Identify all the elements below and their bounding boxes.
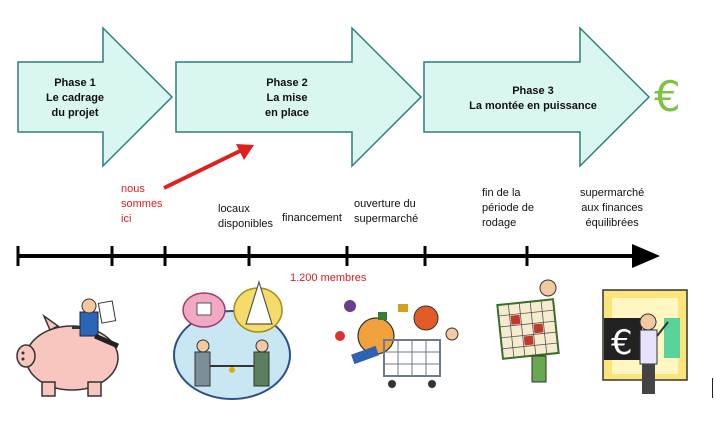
opening-line-1: ouverture du xyxy=(354,198,416,210)
balanced-line-3: équilibrées xyxy=(585,217,639,229)
phase-2-line-2: La mise xyxy=(266,92,308,104)
milestone-premises: locaux disponibles xyxy=(218,202,273,232)
premises-line-1: locaux xyxy=(218,203,250,215)
current-position-label: nous sommes ici xyxy=(121,182,163,227)
phase-1-line-2: Le cadrage xyxy=(45,92,105,104)
members-count-label: 1.200 membres xyxy=(290,272,367,284)
current-line-2: sommes xyxy=(121,198,163,210)
text-cursor xyxy=(712,378,713,398)
phase-1-title: Phase 1 xyxy=(54,77,96,89)
phase-1-line-3: du projet xyxy=(51,107,99,119)
phase-3-title: Phase 3 xyxy=(512,85,554,97)
phase-1-arrow xyxy=(17,26,174,168)
phase-3-arrow xyxy=(423,26,651,168)
milestone-financing: financement xyxy=(282,211,342,226)
phase-2-label: Phase 2 La mise en place xyxy=(222,76,352,121)
shopping-cart-icon xyxy=(335,300,459,388)
milestone-break-in: fin de la période de rodage xyxy=(482,186,534,231)
break-in-line-1: fin de la xyxy=(482,187,521,199)
current-line-3: ici xyxy=(121,213,132,225)
phase-2-line-3: en place xyxy=(264,107,310,119)
phase-1-label: Phase 1 Le cadrage du projet xyxy=(30,76,120,121)
euro-symbol: € xyxy=(654,72,681,121)
svg-text:€: € xyxy=(611,323,633,363)
key-handover-icon xyxy=(173,279,291,400)
milestone-opening: ouverture du supermarché xyxy=(354,197,418,227)
euro-board-icon: € xyxy=(602,289,688,394)
current-line-1: nous xyxy=(121,183,145,195)
phase-3-label: Phase 3 La montée en puissance xyxy=(448,84,618,114)
financing-line-1: financement xyxy=(282,212,342,224)
milestone-balanced: supermarché aux finances équilibrées xyxy=(580,186,644,231)
premises-line-2: disponibles xyxy=(218,218,274,230)
current-position-arrow xyxy=(163,144,254,190)
balanced-line-2: aux finances xyxy=(581,202,643,214)
phase-3-line-2: La montée en puissance xyxy=(469,100,597,112)
phase-2-arrow xyxy=(175,26,423,168)
calendar-icon xyxy=(496,279,560,383)
piggy-bank-icon xyxy=(16,298,119,397)
timeline-axis xyxy=(16,244,660,268)
phase-2-title: Phase 2 xyxy=(266,77,308,89)
break-in-line-3: rodage xyxy=(482,217,517,229)
balanced-line-1: supermarché xyxy=(580,187,645,199)
break-in-line-2: période de xyxy=(482,202,534,214)
opening-line-2: supermarché xyxy=(354,213,419,225)
